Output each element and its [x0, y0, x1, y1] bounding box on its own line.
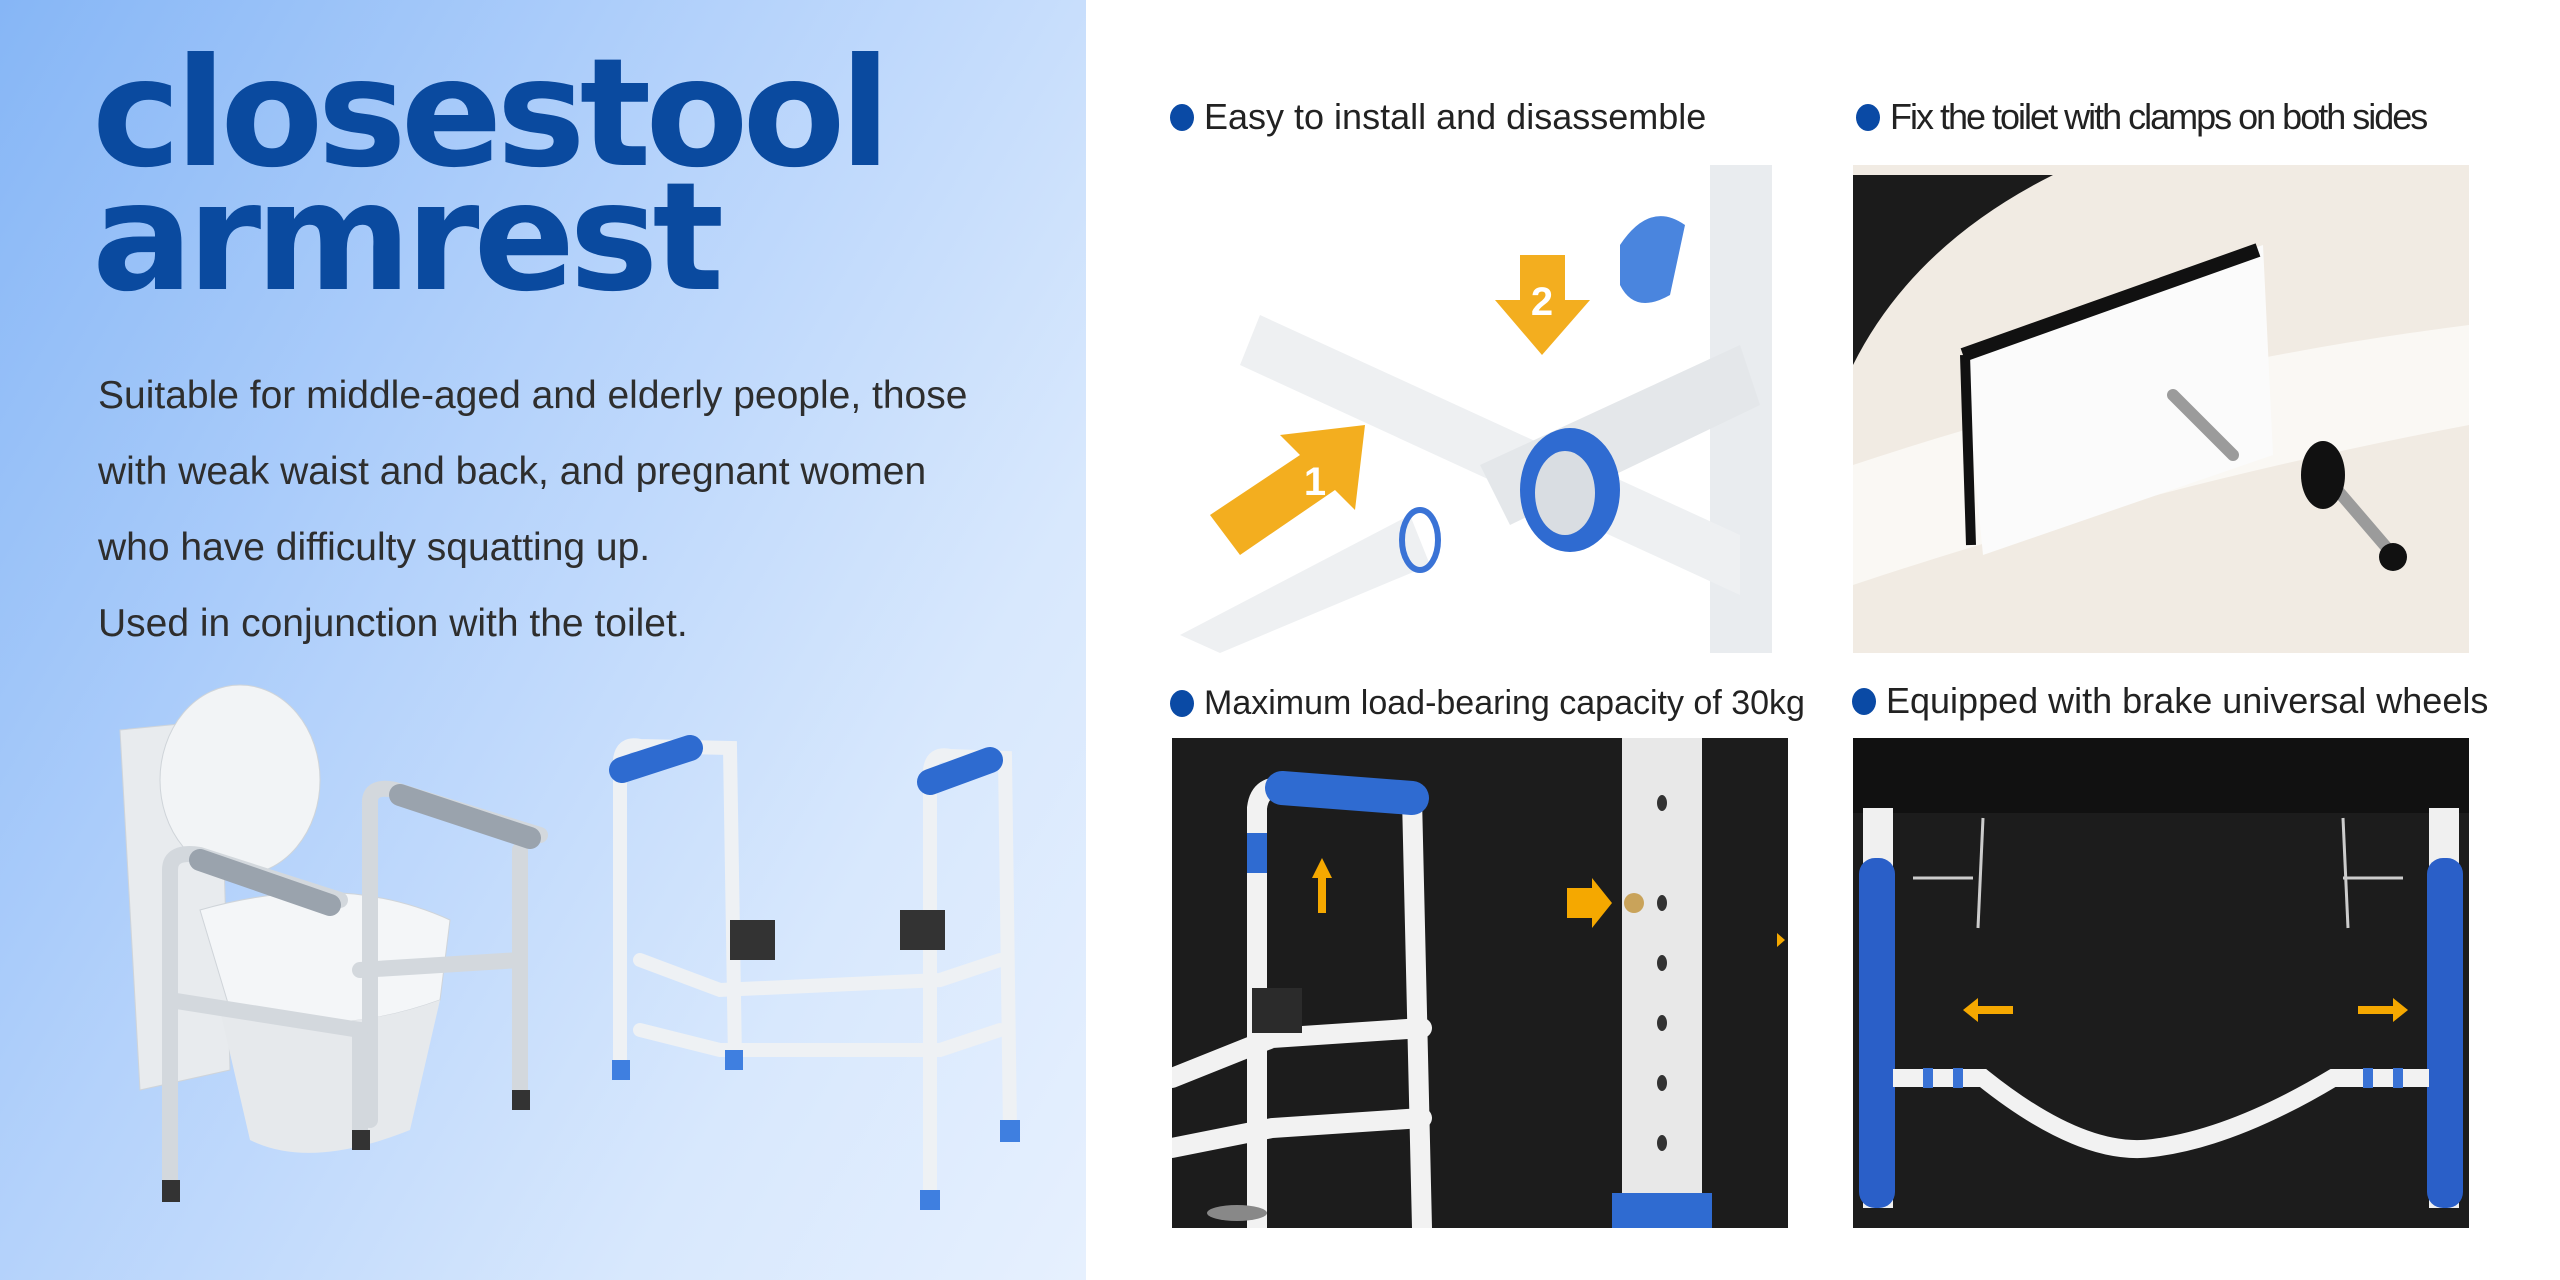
- title-line-1: closestool: [92, 27, 891, 201]
- arrow-left-icon: [1963, 998, 2013, 1022]
- bullet-dot-icon: [1170, 690, 1194, 717]
- feature-text: Equipped with brake universal wheels: [1886, 680, 2489, 721]
- feature-label-clamps: Fix the toilet with clamps on both sides: [1856, 96, 2428, 138]
- wheels-photo: [1853, 738, 2469, 1228]
- clamp-photo: [1853, 165, 2469, 653]
- arrow-down-icon: [1495, 255, 1590, 355]
- arrow-right-icon: [1567, 878, 1612, 928]
- feature-text: Maximum load-bearing capacity of 30kg: [1204, 684, 1805, 722]
- feature-label-wheels: Equipped with brake universal wheels: [1852, 680, 2488, 722]
- hero-panel: closestool armrest Suitable for middle-a…: [0, 0, 1086, 1280]
- step-number-1: 1: [1304, 460, 1326, 504]
- feature-text: Easy to install and disassemble: [1204, 96, 1707, 137]
- arrow-up-right-icon: [1210, 425, 1365, 555]
- arrow-right-icon: [2358, 998, 2408, 1022]
- title-line-2: armrest: [92, 151, 724, 325]
- description-line: who have difficulty squatting up.: [98, 526, 651, 569]
- load-bearing-photo: [1172, 738, 1788, 1228]
- arrow-up-icon: [1312, 858, 1332, 913]
- install-illustration: 2 1: [1180, 165, 1788, 653]
- bullet-dot-icon: [1852, 687, 1876, 715]
- bullet-dot-icon: [1170, 103, 1194, 131]
- product-description: Suitable for middle-aged and elderly peo…: [98, 358, 1078, 662]
- page-title: closestool armrest: [92, 27, 891, 325]
- description-line: with weak waist and back, and pregnant w…: [98, 450, 927, 493]
- feature-label-easy-install: Easy to install and disassemble: [1170, 96, 1706, 138]
- description-line: Used in conjunction with the toilet.: [98, 602, 688, 645]
- bullet-dot-icon: [1856, 103, 1880, 131]
- feature-text: Fix the toilet with clamps on both sides: [1890, 96, 2428, 137]
- toilet-with-armrest-image: [119, 684, 548, 1202]
- step-number-2: 2: [1531, 280, 1553, 324]
- feature-label-load-capacity: Maximum load-bearing capacity of 30kg: [1170, 684, 1805, 723]
- description-line: Suitable for middle-aged and elderly peo…: [98, 374, 968, 417]
- armrest-frame-image: [609, 735, 1020, 1210]
